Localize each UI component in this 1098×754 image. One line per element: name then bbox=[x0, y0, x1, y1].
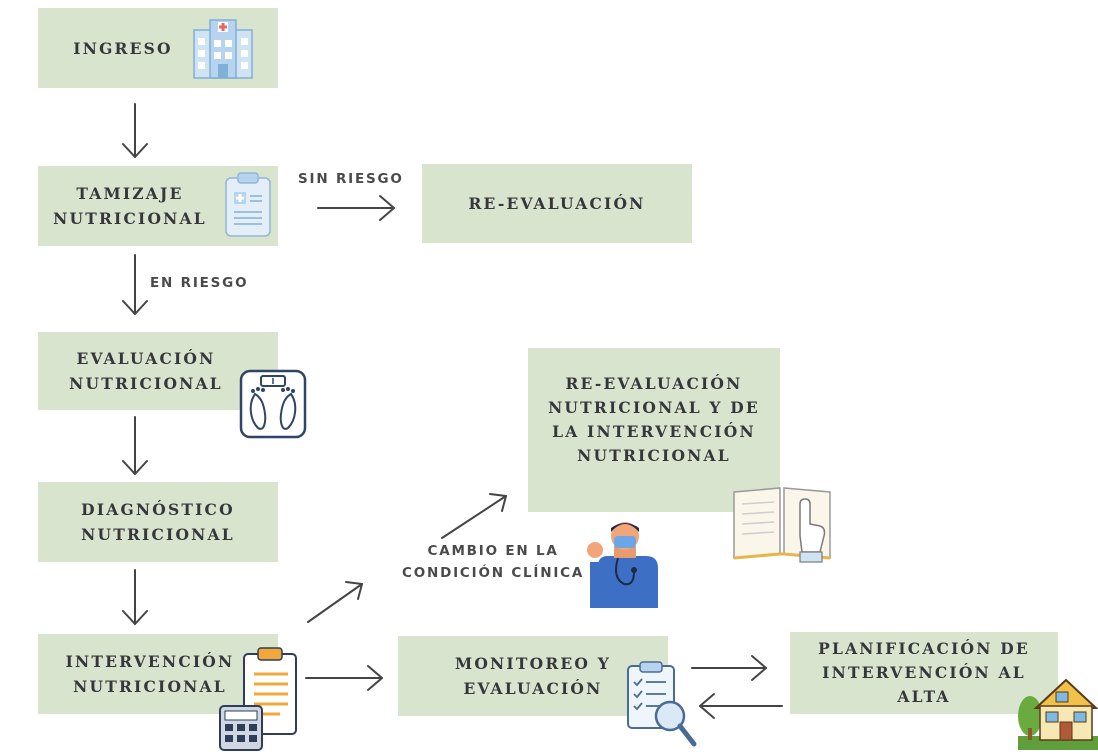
arrow-ingreso-tamizaje bbox=[122, 103, 148, 158]
checklist-magnifier-icon bbox=[627, 661, 697, 747]
evaluacion-box: EVALUACIÓN NUTRICIONAL bbox=[38, 332, 278, 410]
hospital-icon bbox=[193, 19, 253, 79]
arrow-intervencion-monitoreo bbox=[305, 665, 383, 691]
arrow-planificacion-monitoreo bbox=[699, 693, 783, 719]
intervencion-box: INTERVENCIÓN NUTRICIONAL bbox=[38, 634, 278, 714]
arrow-intervencion-cambio bbox=[307, 581, 363, 623]
tamizaje-label: TAMIZAJE NUTRICIONAL bbox=[53, 184, 207, 228]
book-icon bbox=[733, 487, 831, 563]
diagnostico-box: DIAGNÓSTICO NUTRICIONAL bbox=[38, 482, 278, 562]
arrow-cambio-reeval bbox=[441, 493, 507, 539]
sin-riesgo-label: SIN RIESGO bbox=[298, 171, 404, 187]
reeval-nutricional-label: RE-EVALUACIÓN NUTRICIONAL Y DE LA INTERV… bbox=[548, 374, 760, 465]
cambio-condicion-label: CAMBIO EN LA CONDICIÓN CLÍNICA bbox=[402, 543, 585, 581]
clipboard-icon bbox=[225, 172, 271, 237]
clipboard-calculator-icon bbox=[219, 647, 297, 751]
reevaluacion-label: RE-EVALUACIÓN bbox=[468, 194, 646, 213]
arrow-tamizaje-evaluacion bbox=[122, 254, 148, 315]
evaluacion-label: EVALUACIÓN NUTRICIONAL bbox=[69, 349, 223, 393]
reevaluacion-box: RE-EVALUACIÓN bbox=[422, 164, 692, 243]
intervencion-label: INTERVENCIÓN NUTRICIONAL bbox=[65, 652, 235, 696]
scale-icon bbox=[239, 369, 307, 439]
reeval-nutricional-box: RE-EVALUACIÓN NUTRICIONAL Y DE LA INTERV… bbox=[528, 348, 780, 512]
arrow-monitoreo-planificacion bbox=[691, 655, 767, 681]
en-riesgo-label: EN RIESGO bbox=[150, 275, 249, 291]
monitoreo-box: MONITOREO Y EVALUACIÓN bbox=[398, 636, 668, 716]
arrow-diagnostico-intervencion bbox=[122, 569, 148, 625]
arrow-evaluacion-diagnostico bbox=[122, 416, 148, 475]
diagnostico-label: DIAGNÓSTICO NUTRICIONAL bbox=[81, 500, 235, 544]
ingreso-label: INGRESO bbox=[73, 38, 173, 58]
arrow-tamizaje-reevaluacion bbox=[317, 195, 395, 221]
planificacion-label: PLANIFICACIÓN DE INTERVENCIÓN AL ALTA bbox=[818, 639, 1030, 706]
doctor-icon bbox=[587, 522, 658, 608]
planificacion-box: PLANIFICACIÓN DE INTERVENCIÓN AL ALTA bbox=[790, 632, 1058, 714]
monitoreo-label: MONITOREO Y EVALUACIÓN bbox=[455, 654, 611, 698]
house-icon bbox=[1018, 678, 1098, 750]
